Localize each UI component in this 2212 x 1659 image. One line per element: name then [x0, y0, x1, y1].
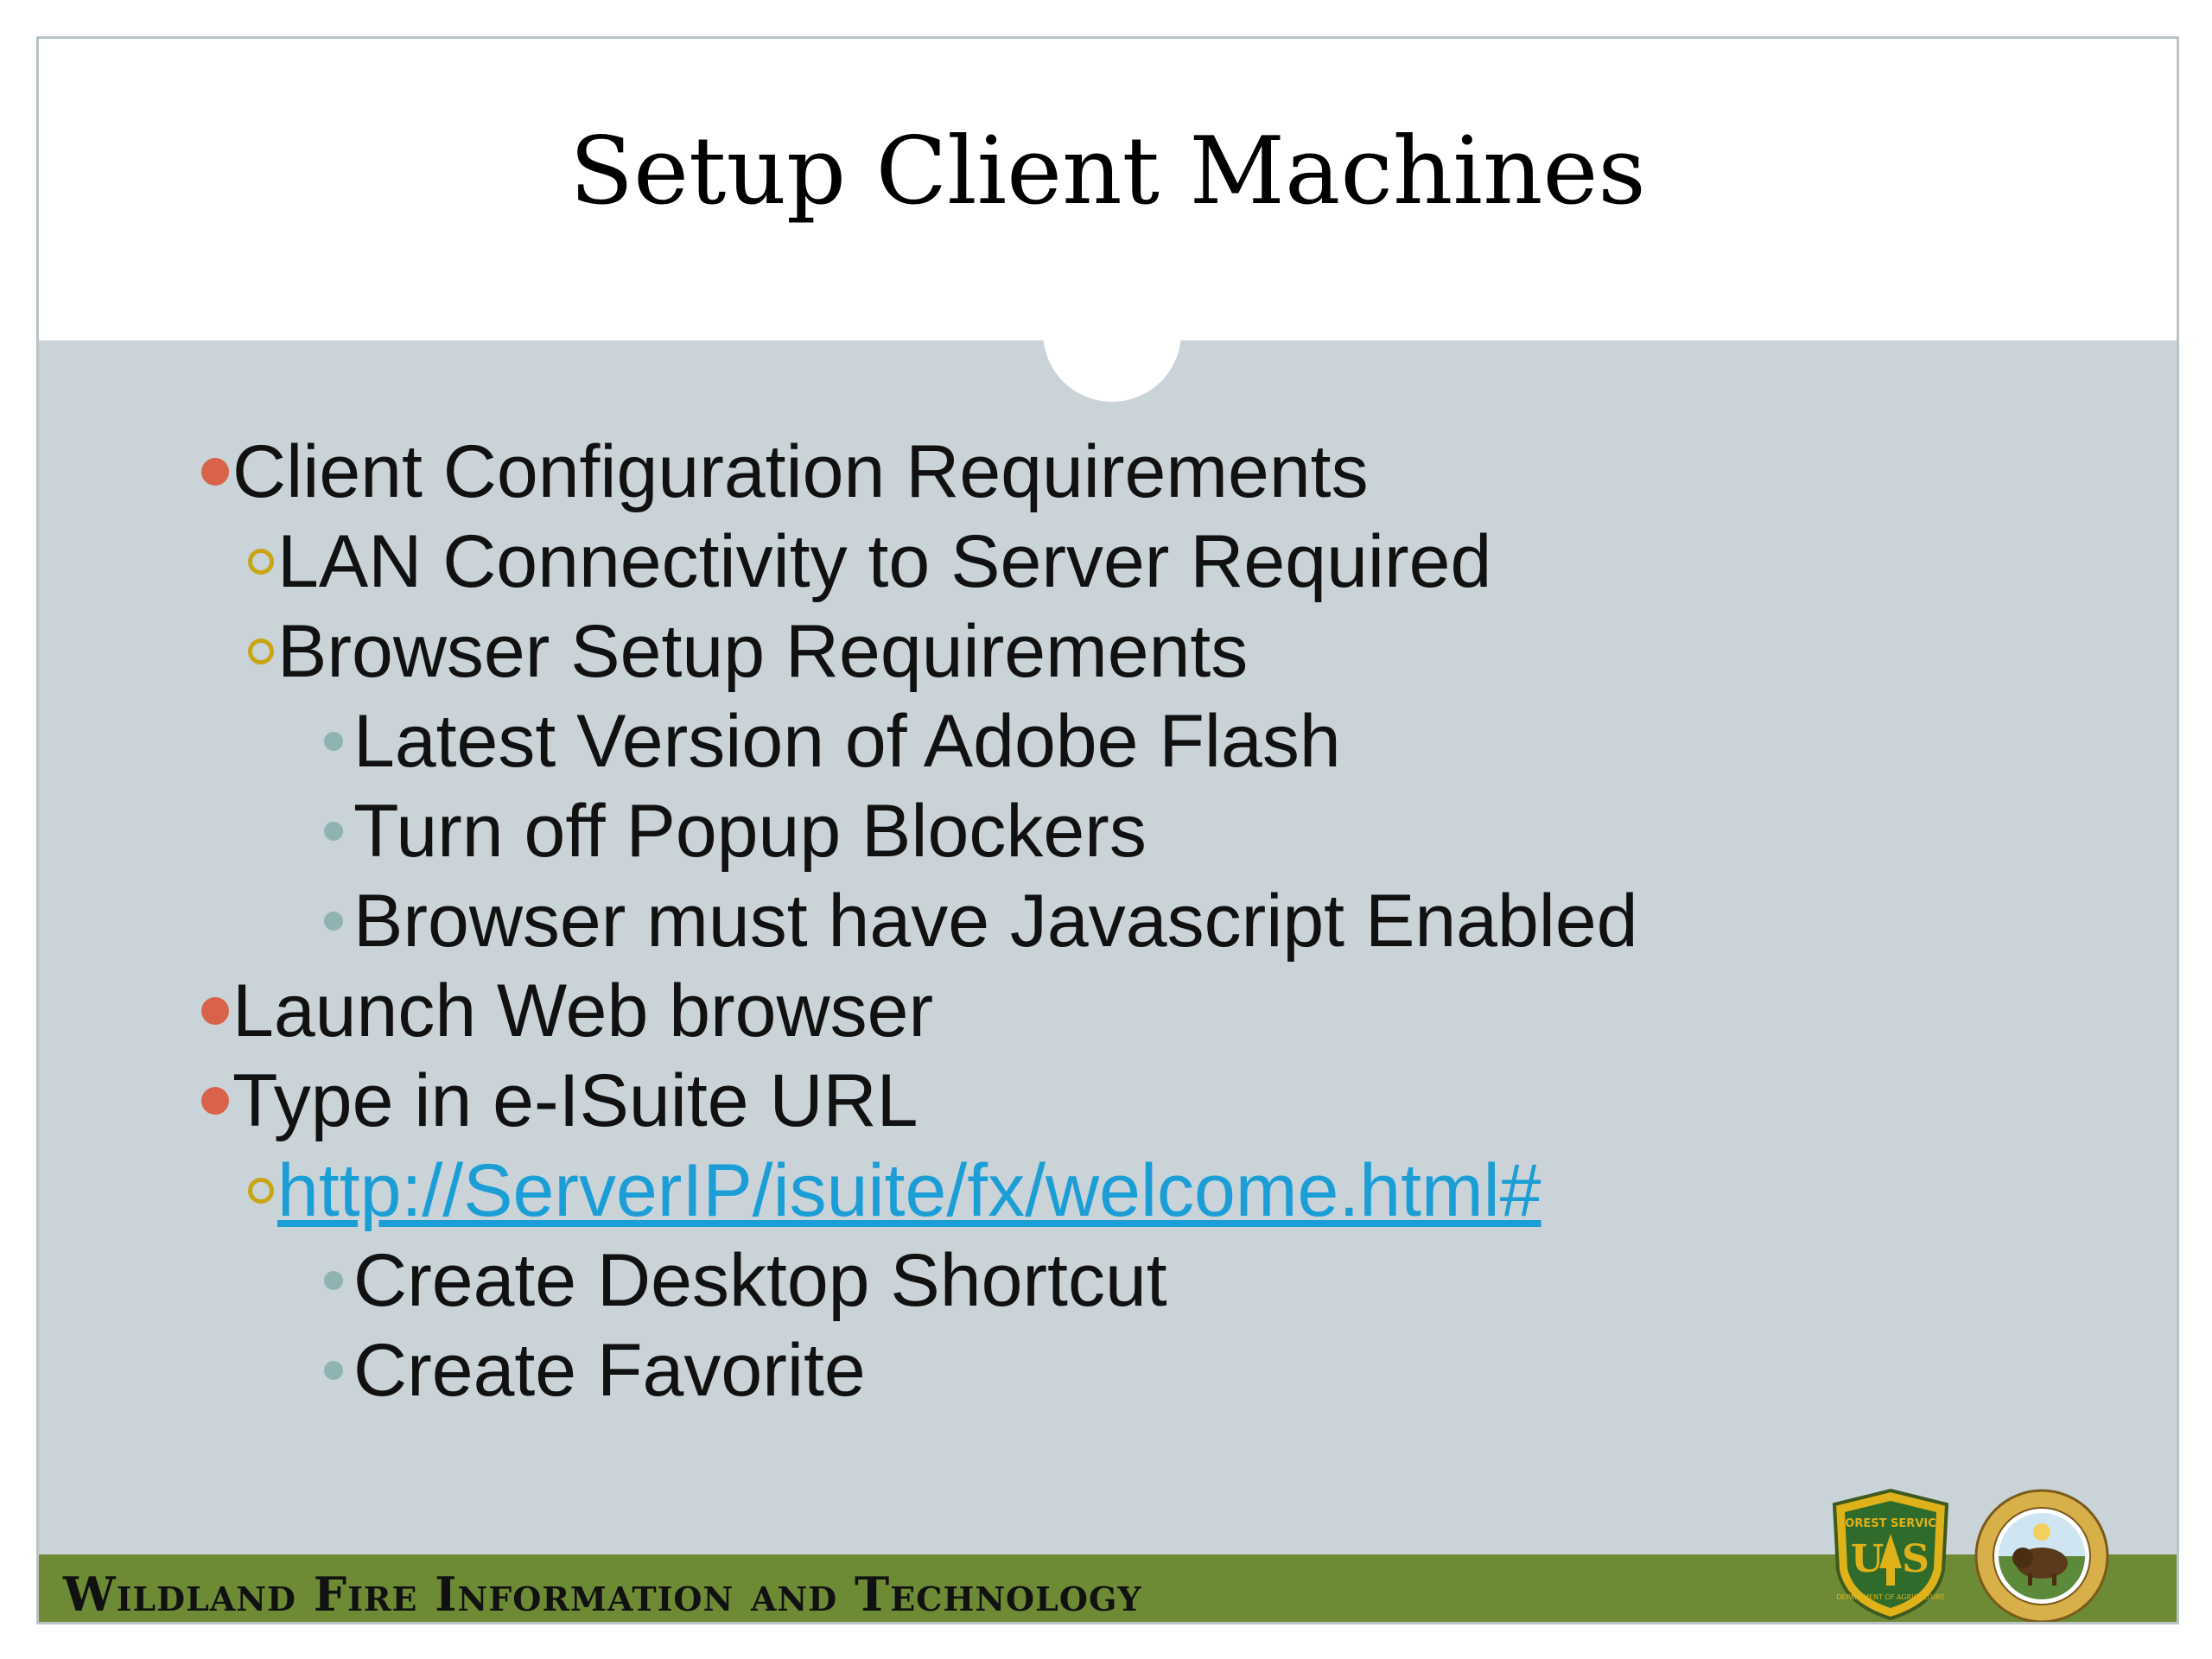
bullet-item: LAN Connectivity to Server Required — [248, 524, 1491, 599]
bullet-small-dot-icon — [324, 912, 343, 931]
bullet-item: Browser Setup Requirements — [248, 614, 1248, 689]
svg-text:U: U — [1851, 1537, 1884, 1581]
forest-service-shield-icon: FOREST SERVICE U S DEPARTMENT OF AGRICUL… — [1832, 1488, 1949, 1621]
bullet-dot-icon — [201, 458, 229, 486]
bullet-text: Create Desktop Shortcut — [353, 1239, 1167, 1322]
bullet-small-dot-icon — [324, 1271, 343, 1291]
bullet-dot-icon — [201, 1087, 229, 1116]
slide-title: Setup Client Machines — [569, 118, 1646, 226]
bullet-ring-icon — [248, 1178, 274, 1205]
bullet-item: Create Desktop Shortcut — [324, 1243, 1167, 1318]
footer-band — [39, 1554, 2177, 1622]
bullet-text: Turn off Popup Blockers — [353, 790, 1147, 873]
bullet-text: LAN Connectivity to Server Required — [277, 520, 1492, 603]
bullet-small-dot-icon — [324, 732, 343, 752]
bullet-ring-icon — [248, 549, 274, 575]
bullet-item: http://ServerIP/isuite/fx/welcome.html# — [248, 1154, 1541, 1228]
bullet-dot-icon — [201, 997, 229, 1026]
bullet-small-dot-icon — [324, 822, 343, 842]
bullet-text: Latest Version of Adobe Flash — [353, 700, 1341, 783]
svg-text:DEPARTMENT OF AGRICULTURE: DEPARTMENT OF AGRICULTURE — [1836, 1593, 1944, 1601]
isuite-url-link[interactable]: http://ServerIP/isuite/fx/welcome.html# — [277, 1149, 1541, 1232]
bullet-small-dot-icon — [324, 1361, 343, 1381]
svg-text:FOREST SERVICE: FOREST SERVICE — [1837, 1517, 1943, 1530]
bullet-text: Client Configuration Requirements — [232, 430, 1369, 513]
bullet-text: Browser Setup Requirements — [277, 610, 1249, 693]
bullet-item: Turn off Popup Blockers — [324, 794, 1147, 868]
title-notch — [1043, 264, 1181, 402]
bullet-text: Launch Web browser — [232, 969, 934, 1052]
bullet-text: Browser must have Javascript Enabled — [353, 880, 1638, 963]
bullet-item: Type in e-ISuite URL — [201, 1064, 918, 1138]
svg-text:S: S — [1902, 1537, 1929, 1581]
bullet-item: Launch Web browser — [201, 974, 933, 1048]
bullet-item: Client Configuration Requirements — [201, 435, 1369, 509]
bullet-ring-icon — [248, 639, 274, 665]
bullet-text: Type in e-ISuite URL — [232, 1059, 918, 1142]
footer-title: Wildland Fire Information and Technology — [63, 1567, 1142, 1622]
interior-seal-icon — [1974, 1489, 2109, 1622]
bullet-item: Browser must have Javascript Enabled — [324, 884, 1638, 958]
bullet-item: Create Favorite — [324, 1333, 866, 1408]
bullet-text: Create Favorite — [353, 1329, 866, 1412]
slide: Setup Client Machines Client Configurati… — [36, 36, 2179, 1624]
bullet-item: Latest Version of Adobe Flash — [324, 704, 1341, 779]
